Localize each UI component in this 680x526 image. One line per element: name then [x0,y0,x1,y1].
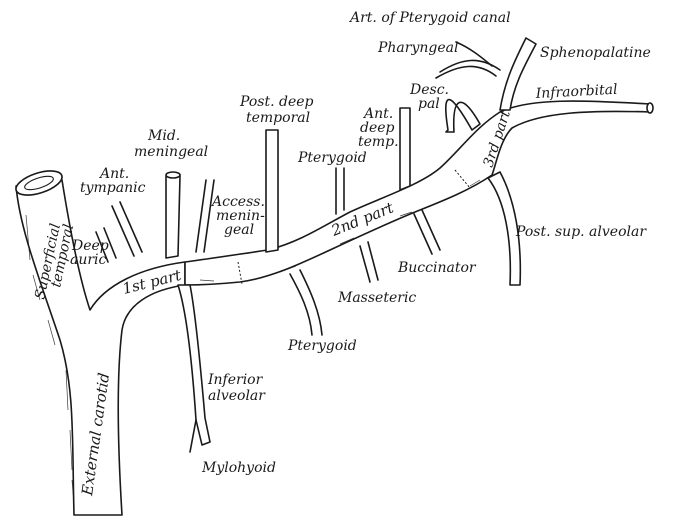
label-desc-pal-2: pal [418,96,440,112]
label-pterygoid-upper: Pterygoid [297,150,367,166]
label-mylohyoid: Mylohyoid [201,460,276,476]
branches-second-part [265,107,441,336]
masseteric-branch [359,245,371,283]
label-deep-auric-2: auric [70,252,107,268]
label-infraorbital: Infraorbital [534,82,618,102]
branches-third-part [435,37,654,286]
mid-meningeal-branch [165,175,181,259]
access-meningeal-branch [195,179,207,253]
buccinator-branch [413,213,433,255]
label-sphenopalatine: Sphenopalatine [540,45,651,61]
post-sup-alveolar-branch [487,171,522,286]
label-post-sup-alveolar: Post. sup. alveolar [515,224,647,240]
infraorbital-cut-end [646,102,654,114]
label-mid-meningeal-2: meningeal [134,144,208,160]
label-access-meningeal-2: menin- [216,208,265,224]
label-desc-pal-1: Desc. [409,82,449,98]
label-inferior-alveolar-1: Inferior [207,372,264,388]
mylohyoid-branch [189,419,197,453]
maxillary-artery-main [184,100,651,286]
art-pterygoid-canal-branch [455,41,493,67]
label-pharyngeal: Pharyngeal [377,40,458,56]
deep-auricular-branch [95,231,109,263]
ant-deep-temp-branch [399,107,411,191]
label-inferior-alveolar-2: alveolar [208,388,266,404]
sphenopalatine-branch [499,37,537,111]
labels: Art. of Pterygoid canal Pharyngeal Sphen… [32,10,651,498]
label-masseteric: Masseteric [337,290,416,306]
post-deep-temporal-branch [265,129,279,253]
label-ant-deep-temp-1: Ant. [362,106,393,122]
label-art-pterygoid-canal: Art. of Pterygoid canal [348,10,511,26]
label-pterygoid-lower: Pterygoid [287,338,357,354]
label-buccinator: Buccinator [397,260,477,276]
external-carotid-trunk [15,170,186,516]
label-ant-tympanic-1: Ant. [98,166,129,182]
branches-first-part [95,171,215,453]
label-deep-auric-1: Deep [71,238,109,254]
pterygoid-lower-branch [289,273,313,336]
label-ant-tympanic-2: tympanic [80,180,146,196]
pharyngeal-branch [439,59,501,73]
ant-tympanic-branch [111,205,135,257]
desc-palatine-branch [444,98,481,133]
label-ant-deep-temp-3: temp. [358,134,399,150]
label-access-meningeal-1: Access. [210,194,265,210]
label-ant-deep-temp-2: deep [360,120,395,136]
label-access-meningeal-3: geal [224,222,254,238]
label-mid-meningeal-1: Mid. [147,128,180,144]
inferior-alveolar-branch [177,284,211,446]
label-post-deep-temporal-1: Post. deep [239,94,314,110]
label-post-deep-temporal-2: temporal [246,110,310,126]
